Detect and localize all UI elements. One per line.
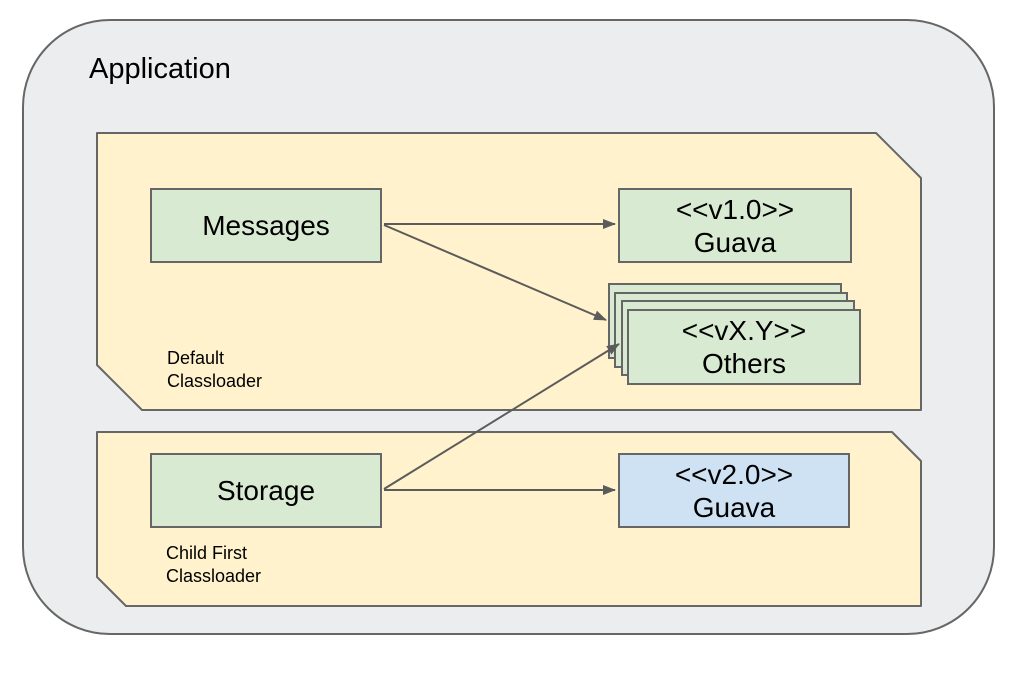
node-guava-v1-version: <<v1.0>> xyxy=(675,193,795,225)
node-messages: Messages xyxy=(150,188,382,263)
node-others-version: <<vX.Y>> xyxy=(681,315,807,346)
node-messages-label: Messages xyxy=(202,210,330,241)
node-guava-v1: <<v1.0>> Guava xyxy=(618,188,852,263)
child-first-classloader-label-line2: Classloader xyxy=(166,566,262,586)
child-first-classloader-label: Child First Classloader xyxy=(166,542,261,588)
node-storage-label: Storage xyxy=(216,475,316,506)
node-guava-v2-version: <<v2.0>> xyxy=(674,458,794,490)
node-guava-v2-label: Guava xyxy=(692,491,776,523)
node-guava-v2: <<v2.0>> Guava xyxy=(618,453,850,528)
node-guava-v1-label: Guava xyxy=(693,226,777,258)
node-others-label: Others xyxy=(701,348,787,379)
node-storage: Storage xyxy=(150,453,382,528)
default-classloader-label-line2: Classloader xyxy=(167,371,263,391)
default-classloader-label: Default Classloader xyxy=(167,347,262,393)
node-others: <<vX.Y>> Others xyxy=(627,309,861,385)
application-title: Application xyxy=(89,53,231,85)
child-first-classloader-label-line1: Child First xyxy=(166,543,248,563)
default-classloader-label-line1: Default xyxy=(167,348,225,368)
